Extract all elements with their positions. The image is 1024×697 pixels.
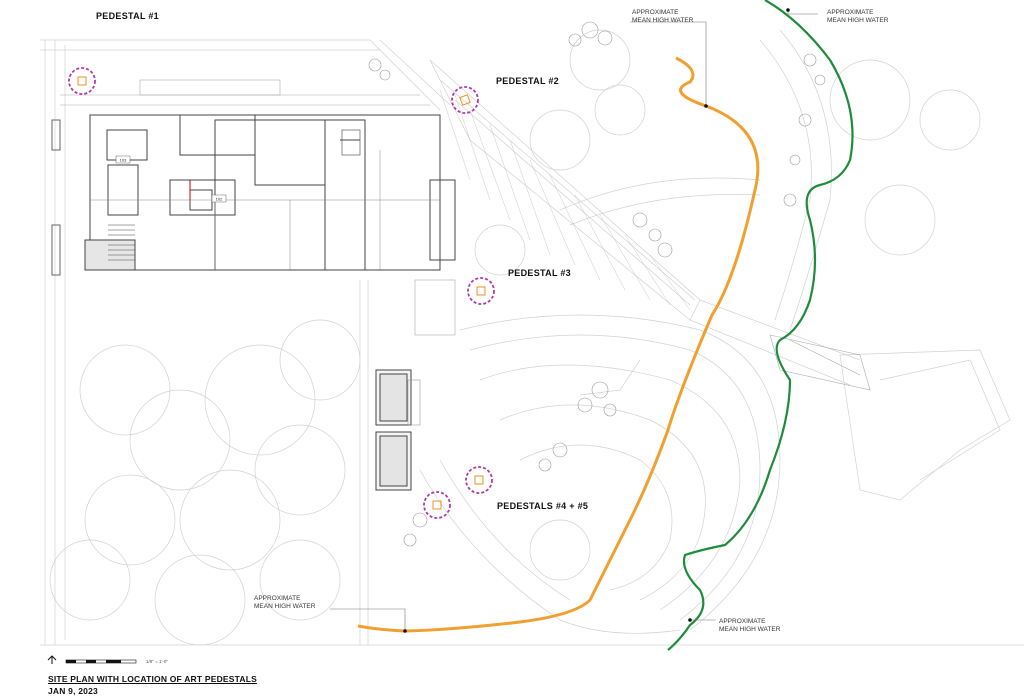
pedestal-2-label: PEDESTAL #2 [496,76,559,86]
outbuildings [375,369,421,491]
pedestal-2-marker [451,86,479,114]
plaza-hatch [439,89,691,311]
room-tag-102-box [211,194,227,203]
note-line-1: APPROXIMATE [632,9,679,16]
mean-high-water-note-bottom-orange: APPROXIMATE MEAN HIGH WATER [254,595,315,611]
note-line-2: MEAN HIGH WATER [719,626,781,633]
mean-high-water-note-top-green: APPROXIMATE MEAN HIGH WATER [827,9,888,25]
leader-dots [403,8,790,633]
pier [769,334,871,391]
mean-high-water-note-bottom-green: APPROXIMATE MEAN HIGH WATER [719,618,780,634]
note-line-1: APPROXIMATE [719,618,766,625]
building-details [108,180,191,261]
pedestal-4-marker [465,466,493,494]
note-line-2: MEAN HIGH WATER [254,603,316,610]
scale-bar [65,659,137,664]
title-block: SITE PLAN WITH LOCATION OF ART PEDESTALS… [48,674,257,696]
north-arrow-icon [47,655,57,664]
site-linework [40,29,1024,646]
note-line-2: MEAN HIGH WATER [827,17,889,24]
pedestal-1-marker [68,67,96,95]
scale-text: 1/8" = 1'-0" [146,659,168,664]
note-line-1: APPROXIMATE [254,595,301,602]
drawing-title: SITE PLAN WITH LOCATION OF ART PEDESTALS [48,674,258,684]
room-tag-103: 103 [120,158,127,163]
mean-high-water-green [667,0,854,651]
room-tag-103-box [115,155,131,164]
pedestal-1-label: PEDESTAL #1 [96,11,159,21]
tree-clusters [368,21,826,547]
pedestal-3-label: PEDESTAL #3 [508,268,571,278]
note-line-2: MEAN HIGH WATER [632,17,694,24]
building [51,79,456,336]
mean-high-water-orange [357,56,760,633]
room-tag-102: 102 [216,197,223,202]
pedestal-5-marker [423,491,451,519]
pedestals-4-5-label: PEDESTALS #4 + #5 [497,501,589,511]
note-line-1: APPROXIMATE [827,9,874,16]
mean-high-water-note-top-orange: APPROXIMATE MEAN HIGH WATER [632,9,693,25]
pedestal-3-marker [467,277,495,305]
leader-lines [330,10,818,631]
drawing-date: JAN 9, 2023 [48,686,98,696]
